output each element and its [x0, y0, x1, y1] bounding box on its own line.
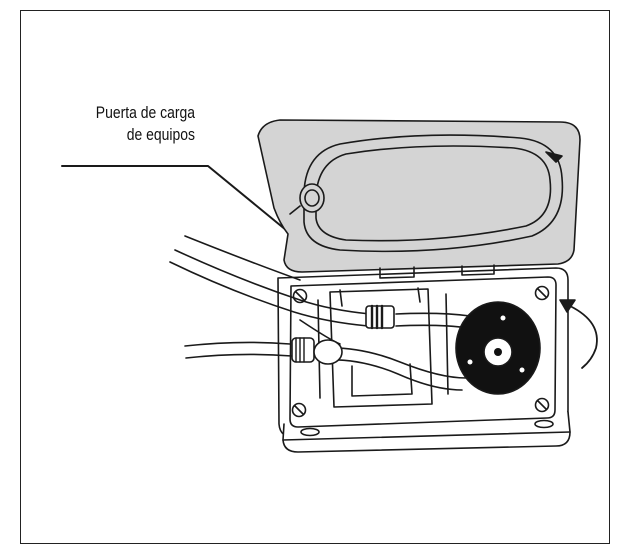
tubing [169, 235, 471, 391]
tube-connector-upper [365, 304, 395, 330]
figure-frame [20, 10, 610, 544]
equipment-loading-door [257, 119, 581, 279]
pump-rotor [455, 301, 541, 395]
callout-label-line-1: Puerta de carga [95, 103, 195, 122]
callout-leader-line [61, 165, 287, 231]
callout-label-line-2: de equipos [126, 125, 195, 144]
tube-connector-lower [291, 337, 343, 365]
callout-label: Puerta de carga de equipos [96, 102, 195, 146]
rotation-arrow-icon [559, 299, 598, 369]
